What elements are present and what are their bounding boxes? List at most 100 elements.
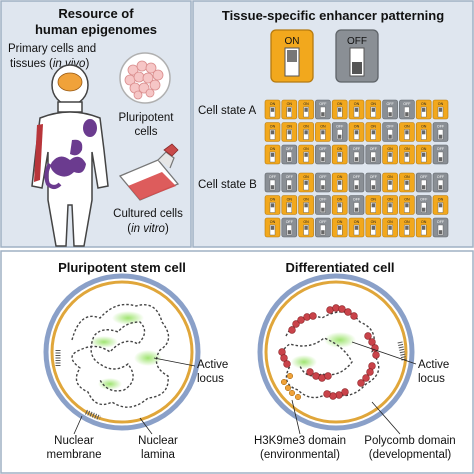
state-a-switch-r1c5: ON — [331, 99, 348, 120]
svg-text:ON: ON — [270, 198, 276, 202]
svg-text:ON: ON — [287, 102, 293, 106]
svg-text:ON: ON — [387, 175, 393, 179]
lamina-associated-domain-right-1 — [397, 341, 407, 361]
h3k9me3-bead-4 — [294, 393, 302, 401]
state-a-switch-r3c11: OFF — [432, 144, 449, 165]
state-a-switch-r1c6: ON — [348, 99, 365, 120]
polycomb-bead-6-1 — [306, 368, 314, 376]
svg-text:ON: ON — [421, 125, 427, 129]
cell-state-b-label: Cell state B — [198, 179, 257, 191]
polycomb-bead-4-2 — [366, 368, 374, 376]
stomach-icon — [70, 139, 83, 156]
state-b-switch-r2c11: ON — [432, 195, 449, 215]
svg-text:ON: ON — [421, 220, 427, 224]
svg-text:ON: ON — [337, 220, 343, 224]
polycomb-bead-5-2 — [335, 391, 343, 399]
active-locus-left-line1: Active — [197, 359, 228, 371]
h3k9me3-pointer — [291, 399, 301, 435]
resource-title-line2: human epigenomes — [35, 22, 157, 37]
state-b-switch-r3c8: ON — [382, 217, 398, 238]
big-on-switch-icon: ON — [270, 29, 314, 83]
state-a-switch-r1c3: ON — [298, 99, 314, 120]
state-b-switch-r1c11: OFF — [432, 172, 449, 193]
state-a-switch-r2c4: ON — [315, 122, 331, 142]
pluripotent-stem-cell-title: Pluripotent stem cell — [58, 260, 186, 275]
state-b-switch-r2c9: ON — [399, 195, 415, 215]
state-a-switch-r1c7: ON — [365, 99, 382, 120]
resource-title-line1: Resource of — [58, 6, 134, 21]
active-locus-left-line2: locus — [197, 373, 224, 385]
state-b-switch-r2c1: ON — [264, 195, 281, 215]
state-b-switch-r1c7: OFF — [365, 172, 382, 193]
svg-text:ON: ON — [270, 220, 276, 224]
pluripotent-nucleus — [43, 273, 201, 431]
culture-flask-icon — [118, 143, 180, 201]
svg-text:ON: ON — [320, 125, 326, 129]
svg-text:OFF: OFF — [437, 175, 445, 179]
svg-text:OFF: OFF — [403, 102, 411, 106]
state-a-switch-r2c10: ON — [415, 122, 432, 142]
svg-text:OFF: OFF — [336, 125, 344, 129]
nuclear-lamina-left — [50, 280, 194, 424]
active-glow-left-3 — [134, 350, 162, 366]
state-a-switch-r2c9: ON — [399, 122, 415, 142]
brain-icon — [57, 72, 83, 92]
svg-text:ON: ON — [337, 147, 343, 151]
state-b-switch-r2c3: ON — [298, 195, 314, 215]
svg-text:OFF: OFF — [286, 147, 294, 151]
state-a-switch-r1c9: OFF — [399, 99, 415, 120]
svg-text:ON: ON — [387, 198, 393, 202]
active-glow-left-1 — [112, 311, 144, 325]
svg-text:ON: ON — [354, 220, 360, 224]
big-on-label: ON — [285, 36, 300, 47]
nuclear-lamina-right — [264, 280, 408, 424]
active-glow-right-1 — [324, 332, 356, 348]
arm-muscle-icon — [34, 124, 43, 182]
svg-text:ON: ON — [421, 102, 427, 106]
nuclear-membrane-pointer — [73, 415, 83, 435]
state-b-switch-r1c4: OFF — [315, 172, 331, 193]
h3k9me3-bead-3 — [288, 389, 296, 397]
nuclear-lamina-label-line2: lamina — [141, 449, 175, 461]
active-locus-left-pointer — [153, 357, 196, 367]
active-locus-right-line1: Active — [418, 359, 449, 371]
svg-text:OFF: OFF — [319, 198, 327, 202]
svg-text:ON: ON — [337, 102, 343, 106]
nuclear-lamina-pointer — [139, 417, 153, 435]
svg-text:OFF: OFF — [387, 102, 395, 106]
active-glow-right-2 — [291, 355, 317, 369]
polycomb-bead-3-4 — [372, 351, 380, 359]
pluripotent-label-line2: cells — [134, 126, 157, 138]
state-a-switch-r1c1: ON — [264, 99, 281, 120]
svg-text:OFF: OFF — [370, 147, 378, 151]
active-glow-left-4 — [98, 378, 122, 390]
state-b-switch-r1c6: OFF — [348, 172, 365, 193]
state-b-switch-r3c7: ON — [365, 217, 382, 238]
state-a-switch-r2c3: ON — [298, 122, 314, 142]
state-b-switch-r3c1: ON — [264, 217, 281, 238]
cell-state-a-label: Cell state A — [198, 105, 256, 117]
polycomb-bead-1-1 — [288, 326, 296, 334]
polycomb-bead-4-3 — [362, 374, 370, 382]
polycomb-bead-6-4 — [324, 372, 332, 380]
svg-text:ON: ON — [303, 102, 309, 106]
polycomb-domain-beads — [278, 304, 380, 400]
state-a-switch-r3c9: ON — [399, 144, 415, 165]
active-glow-left-2 — [90, 336, 118, 348]
state-b-switch-r3c11: OFF — [432, 217, 449, 238]
pluripotent-colony-icon — [119, 52, 171, 104]
state-a-switch-r2c6: ON — [348, 122, 365, 142]
nuclear-lamina-label-line1: Nuclear — [138, 435, 178, 447]
svg-text:ON: ON — [303, 125, 309, 129]
polycomb-bead-5-1 — [341, 388, 349, 396]
state-a-switch-r2c1: ON — [264, 122, 281, 142]
primary-label-line1: Primary cells and — [8, 43, 96, 55]
state-b-switch-r2c2: ON — [281, 195, 298, 215]
svg-text:ON: ON — [287, 198, 293, 202]
svg-text:OFF: OFF — [387, 125, 395, 129]
svg-text:ON: ON — [371, 198, 377, 202]
svg-text:ON: ON — [303, 147, 309, 151]
h3k9me3-bead-1 — [280, 378, 288, 386]
svg-text:OFF: OFF — [437, 220, 445, 224]
